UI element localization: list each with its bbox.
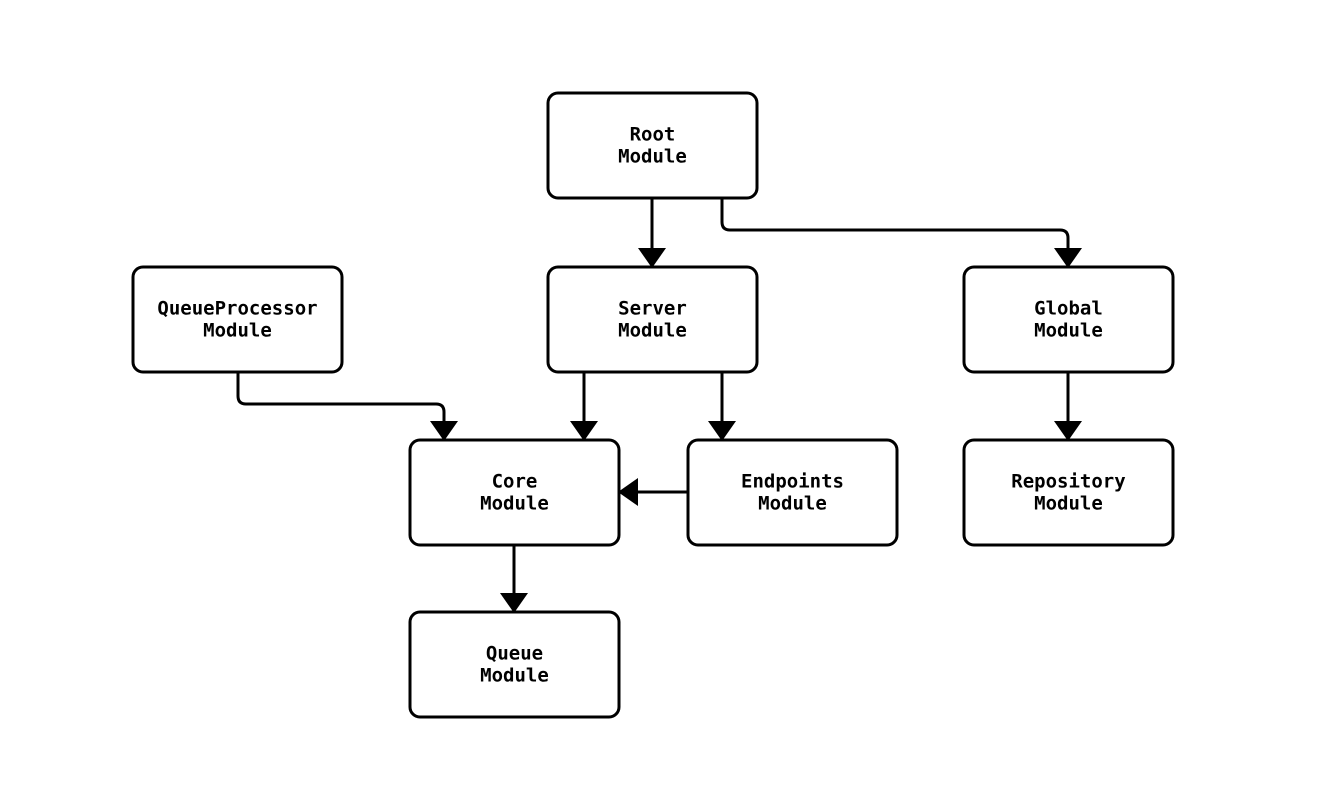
- node-box-repository: [962, 438, 1175, 547]
- edge-queueprocessor-core: [236, 372, 458, 441]
- node-box-root: [546, 91, 759, 200]
- node-box-queueprocessor: [131, 265, 344, 374]
- node-box-server: [546, 265, 759, 374]
- edge-root-global: [720, 198, 1082, 268]
- node-box-queue: [408, 610, 621, 719]
- node-box-core: [408, 438, 621, 547]
- edges-layer: [236, 198, 1082, 613]
- node-box-endpoints: [686, 438, 899, 547]
- node-box-global: [962, 265, 1175, 374]
